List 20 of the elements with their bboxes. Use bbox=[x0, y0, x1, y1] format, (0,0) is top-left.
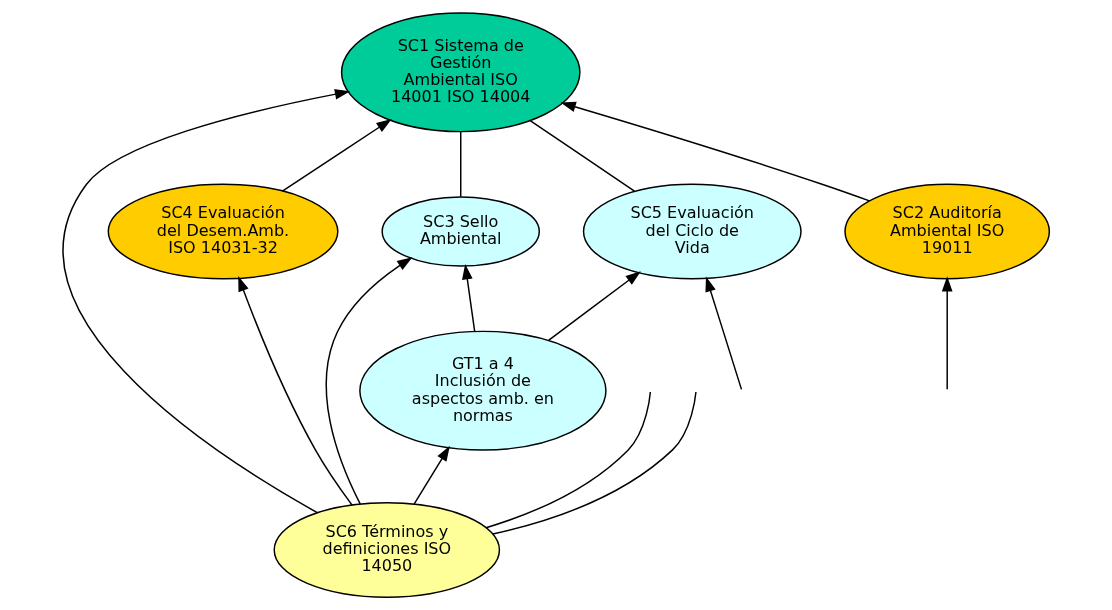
arrow bbox=[547, 271, 641, 342]
connector bbox=[529, 119, 636, 192]
node-ellipse: SC5 Evaluación del Ciclo de Vida bbox=[582, 183, 802, 280]
connector bbox=[485, 391, 652, 529]
node-ellipse: GT1 a 4 Inclusión de aspectos amb. en normas bbox=[359, 330, 607, 451]
arrow bbox=[325, 257, 413, 505]
arrow bbox=[560, 101, 871, 202]
node-ellipse: SC3 Sello Ambiental bbox=[381, 196, 540, 267]
arrow bbox=[413, 445, 450, 505]
arrow bbox=[941, 276, 953, 391]
node-ellipse: SC6 Términos y definiciones ISO 14050 bbox=[273, 501, 501, 598]
node-ellipse: SC4 Evaluación del Desem.Amb. ISO 14031-32 bbox=[107, 183, 339, 280]
arrow bbox=[462, 264, 476, 333]
arrow bbox=[238, 276, 353, 506]
arrow bbox=[281, 119, 392, 192]
arrow bbox=[705, 276, 743, 391]
connector bbox=[460, 131, 462, 198]
connector bbox=[492, 391, 697, 535]
node-ellipse: SC2 Auditoría Ambiental ISO 19011 bbox=[844, 183, 1051, 280]
arrow bbox=[62, 89, 351, 514]
